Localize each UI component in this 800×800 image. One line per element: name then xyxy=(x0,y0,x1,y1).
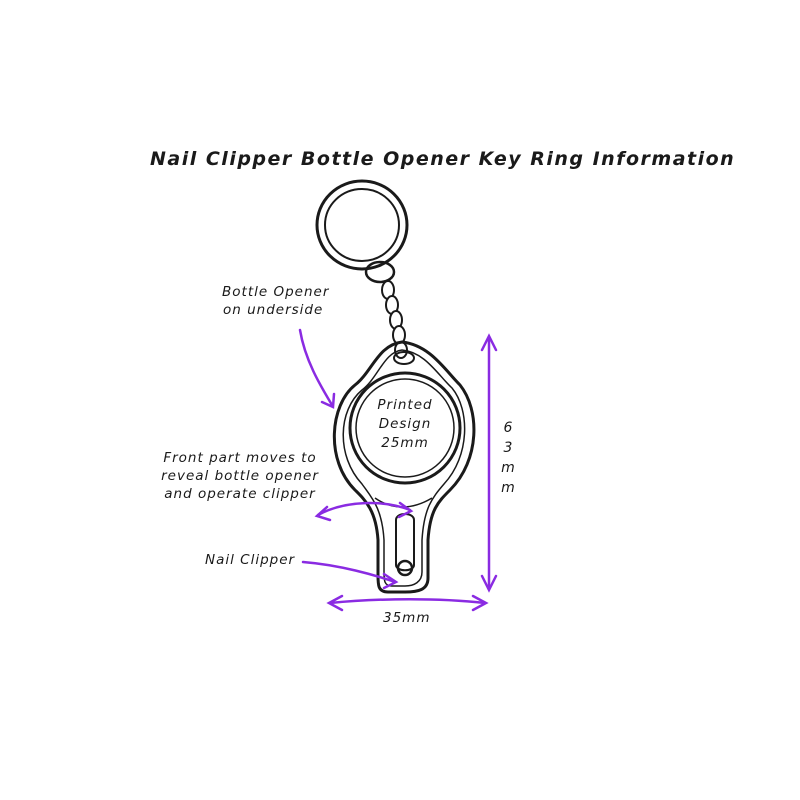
height-char-1: 6 xyxy=(503,420,513,436)
bottle-opener-label: Bottle Opener on underside xyxy=(222,284,329,318)
width-arrow xyxy=(328,598,487,605)
bottle-opener-label-line2: on underside xyxy=(223,302,324,318)
front-part-label-line3: and operate clipper xyxy=(164,486,316,502)
ring-connector xyxy=(364,260,396,284)
printed-design-line1: Printed xyxy=(377,397,433,413)
printed-design-label: Printed Design 25mm xyxy=(365,397,445,451)
printed-design-line2: Design xyxy=(378,416,432,432)
bottle-opener-arrow xyxy=(298,328,334,407)
nail-clipper-label: Nail Clipper xyxy=(205,552,296,568)
front-part-label-line2: reveal bottle opener xyxy=(161,468,319,484)
key-ring xyxy=(315,179,409,271)
printed-design-line3: 25mm xyxy=(381,435,429,451)
printed-design-circle xyxy=(348,371,462,485)
front-part-arrow xyxy=(316,501,412,517)
height-dimension-label: 6 3 m m xyxy=(498,418,518,498)
annotation-arrows xyxy=(298,328,498,612)
height-char-3: m xyxy=(501,460,515,476)
width-dimension-label: 35mm xyxy=(383,610,431,626)
opener-body xyxy=(332,340,476,594)
front-part-label-line1: Front part moves to xyxy=(163,450,317,466)
diagram-title: Nail Clipper Bottle Opener Key Ring Info… xyxy=(150,148,736,170)
nail-clipper-arrow xyxy=(301,560,397,584)
bottle-opener-label-line1: Bottle Opener xyxy=(222,284,330,300)
height-char-2: 3 xyxy=(503,440,513,456)
front-part-label: Front part moves to reveal bottle opener… xyxy=(160,450,320,502)
height-char-4: m xyxy=(501,480,515,496)
chain xyxy=(381,280,408,359)
